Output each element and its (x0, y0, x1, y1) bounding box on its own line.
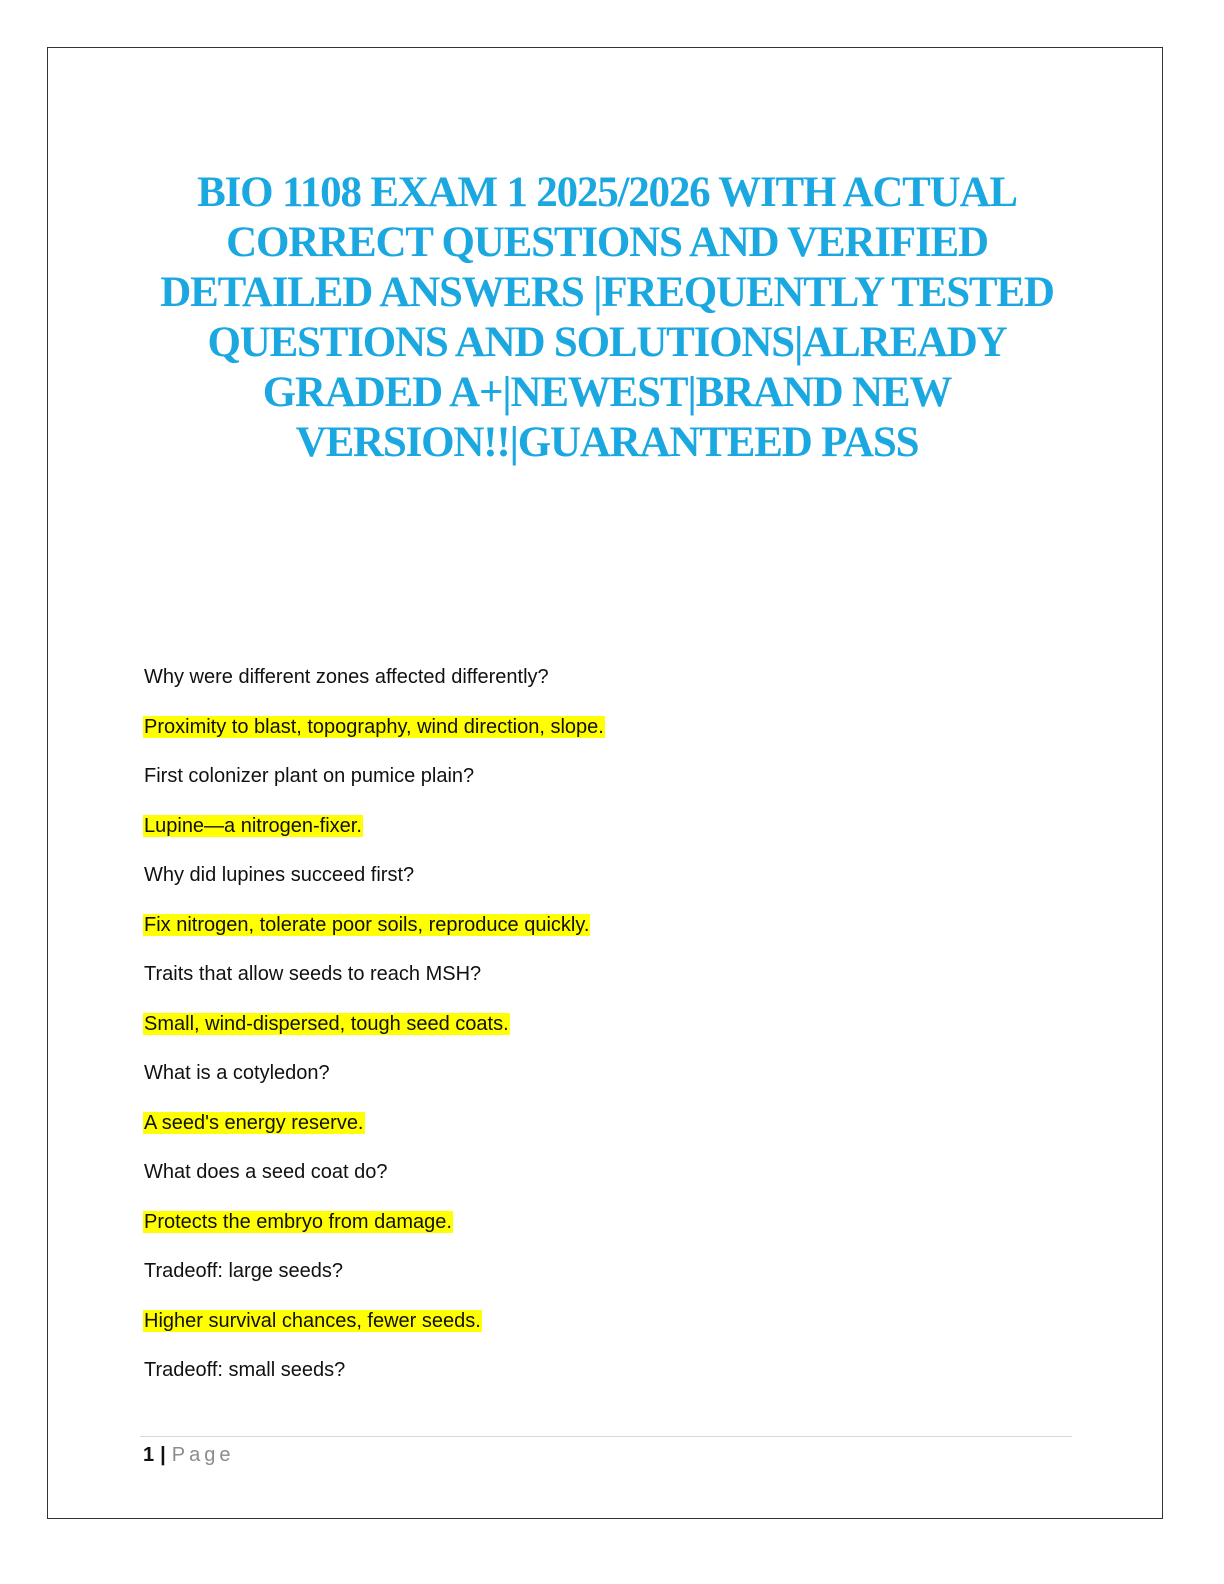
answer-highlight: Protects the embryo from damage. (143, 1210, 453, 1233)
answer-highlight: Lupine—a nitrogen-fixer. (143, 814, 363, 837)
question-text: Why did lupines succeed first? (144, 864, 415, 886)
question-text: What is a cotyledon? (144, 1062, 330, 1084)
page-footer: 1|Page (143, 1442, 234, 1468)
page-label: Page (171, 1444, 235, 1466)
page-number: 1 (143, 1444, 155, 1466)
footer-divider (140, 1436, 1072, 1437)
footer-separator: | (160, 1444, 166, 1466)
document-title: BIO 1108 EXAM 1 2025/2026 WITH ACTUAL CO… (160, 169, 1055, 466)
qa-list: Why were different zones affected differ… (143, 664, 1043, 1407)
question-text: Why were different zones affected differ… (144, 666, 549, 688)
question-text: Traits that allow seeds to reach MSH? (144, 963, 482, 985)
question-text: Tradeoff: large seeds? (144, 1260, 344, 1282)
answer-highlight: A seed's energy reserve. (143, 1111, 365, 1134)
answer-highlight: Higher survival chances, fewer seeds. (143, 1309, 482, 1332)
answer-highlight: Proximity to blast, topography, wind dir… (143, 715, 605, 738)
question-text: Tradeoff: small seeds? (144, 1359, 346, 1381)
question-text: What does a seed coat do? (144, 1161, 388, 1183)
answer-highlight: Small, wind-dispersed, tough seed coats. (143, 1012, 510, 1035)
answer-highlight: Fix nitrogen, tolerate poor soils, repro… (143, 913, 591, 936)
question-text: First colonizer plant on pumice plain? (144, 765, 475, 787)
page-border (47, 47, 1163, 1519)
